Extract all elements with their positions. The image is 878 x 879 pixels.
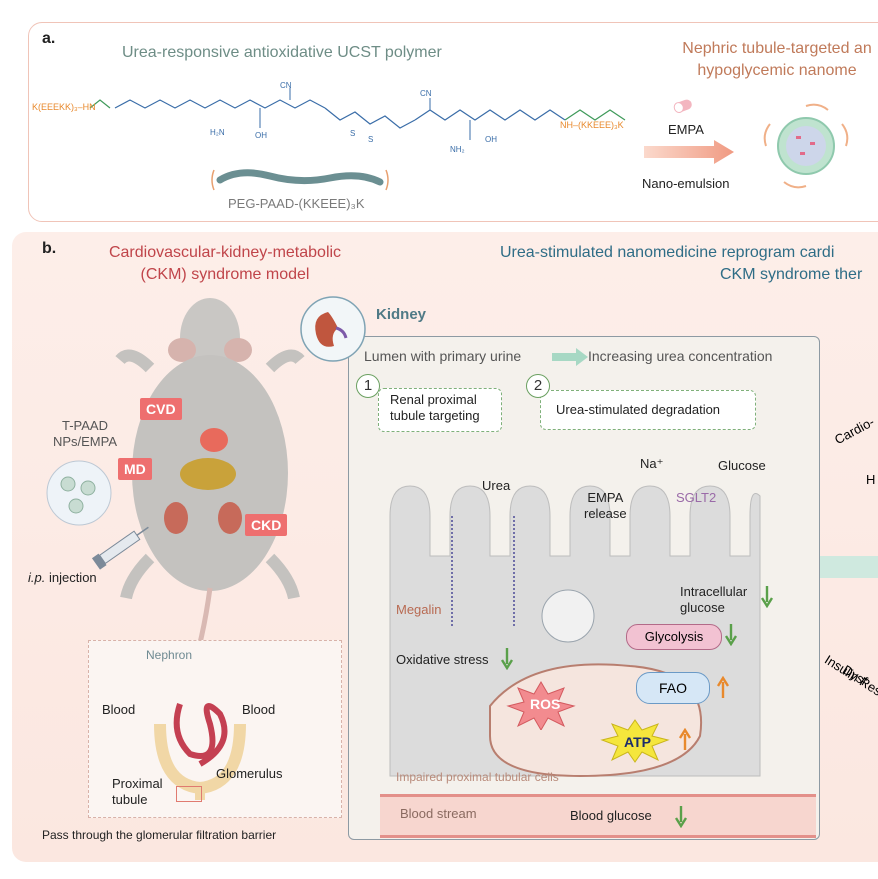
sglt2-label: SGLT2 [676,490,717,505]
blood-stream-band [380,794,816,838]
intracellular-label: Intracellular glucose [680,584,747,616]
panel-a-label: a. [42,30,56,47]
chem-right-end: NH–(KKEEE)₃K [560,120,624,130]
empa-release-line2: release [584,506,627,521]
injection-label-rest: injection [45,570,97,585]
oxidative-label: Oxidative stress [396,652,489,667]
blood-glucose-label: Blood glucose [570,808,652,823]
right-teal-band [820,556,878,578]
panel-b-title-left: Cardiovascular-kidney-metabolic (CKM) sy… [80,242,370,286]
panel-b-label: b. [42,240,57,257]
panel-b-title-left-line1: Cardiovascular-kidney-metabolic [108,244,342,261]
proximal-tubule-label: Proximal tubule [112,776,163,808]
intracellular-line2: glucose [680,600,725,615]
step1-line1: Renal proximal [390,392,477,407]
tag-ckd: CKD [245,514,288,536]
panel-a-title-left: Urea-responsive antioxidative UCST polym… [122,44,442,61]
chem-left-end: K(EEEKK)₃–HN [32,102,96,112]
tag-cvd: CVD [140,398,182,420]
panel-b-title-right-line1: Urea-stimulated nanomedicine reprogram c… [500,244,835,261]
nephron-title: Nephron [146,648,193,662]
injection-label-italic: i.p. [28,570,46,585]
na-label: Na⁺ [640,456,664,471]
panel-a-title-right-line2: hypoglycemic nanome [697,62,857,79]
ros-label: ROS [530,696,561,712]
impaired-label: Impaired proximal tubular cells [396,770,559,784]
svg-text:OH: OH [485,135,497,144]
polymer-name: PEG-PAAD-(KKEEE)₃K [228,196,365,211]
pill-icon [673,99,692,113]
panel-a [28,22,878,222]
injection-label: i.p. injection [28,570,97,585]
atp-label: ATP [624,734,651,750]
up-arrow-icon [716,676,730,698]
lumen-arrow-icon [552,348,588,366]
step2-text: Urea-stimulated degradation [556,402,721,417]
step1-number: 1 [356,374,380,398]
panel-b-title-left-line2: (CKM) syndrome model [140,266,310,283]
blood-in: Blood [102,702,136,717]
down-arrow-icon [674,806,688,828]
glycolysis-pill: Glycolysis [626,624,722,650]
ros-burst-icon [506,681,576,730]
empa-release: EMPA release [584,490,627,522]
atp-burst-icon [600,719,670,763]
down-arrow-icon [724,624,738,646]
glomerulus-label: Glomerulus [216,766,283,781]
svg-text:NH₂: NH₂ [450,145,465,154]
urea-label: Urea [482,478,511,493]
svg-text:S: S [368,135,373,144]
step1-box [378,388,502,432]
proximal-zoom-box [176,786,202,802]
lumen-left: Lumen with primary urine [364,348,522,364]
polymer-chain-icon [211,169,389,191]
tag-md: MD [118,458,152,480]
glucose-label: Glucose [718,458,766,473]
kidney-icon [300,296,366,362]
panel-a-title-right: Nephric tubule-targeted an hypoglycemic … [662,38,878,82]
empa-label: EMPA [668,122,704,137]
step1-text: Renal proximal tubule targeting [390,392,480,424]
svg-text:CN: CN [280,81,292,90]
proximal-line1: Proximal [112,776,163,791]
empa-release-line1: EMPA [587,490,624,505]
step2-number: 2 [526,374,550,398]
blood-stream-label: Blood stream [400,806,477,821]
panel-b-title-right: Urea-stimulated nanomedicine reprogram c… [500,242,878,286]
intracellular-line1: Intracellular [680,584,748,599]
lumen-right: Increasing urea concentration [588,348,773,364]
polymer-structure: CN CN H₂N OH S S NH₂ OH [89,81,626,154]
megalin-label: Megalin [396,602,442,617]
nanoparticle-icon [763,103,849,189]
kidney-title: Kidney [376,306,427,323]
nanoparticle-zoom-icon [46,460,112,526]
fao-pill: FAO [636,672,710,704]
svg-text:S: S [350,129,355,138]
svg-text:CN: CN [420,89,432,98]
nephron-caption: Pass through the glomerular filtration b… [42,828,277,842]
panel-b-title-right-line2: CKM syndrome ther [720,266,863,283]
down-arrow-icon [500,648,514,670]
right-h: H [866,472,876,487]
down-arrow-icon [760,586,774,608]
np-label: T-PAAD NPs/EMPA [50,418,120,450]
blood-out: Blood [242,702,276,717]
step2-box [540,390,756,430]
process-arrow-icon [644,140,734,164]
svg-text:OH: OH [255,131,267,140]
svg-text:H₂N: H₂N [210,128,225,137]
up-arrow-icon [678,728,692,750]
step1-line2: tubule targeting [390,408,480,423]
syringe-icon [91,526,149,570]
panel-a-title-right-line1: Nephric tubule-targeted an [682,40,872,57]
np-label-line1: T-PAAD [62,418,108,433]
process-label: Nano-emulsion [642,176,730,191]
proximal-line2: tubule [112,792,148,807]
nephron-diagram [154,703,246,800]
np-label-line2: NPs/EMPA [52,434,118,449]
